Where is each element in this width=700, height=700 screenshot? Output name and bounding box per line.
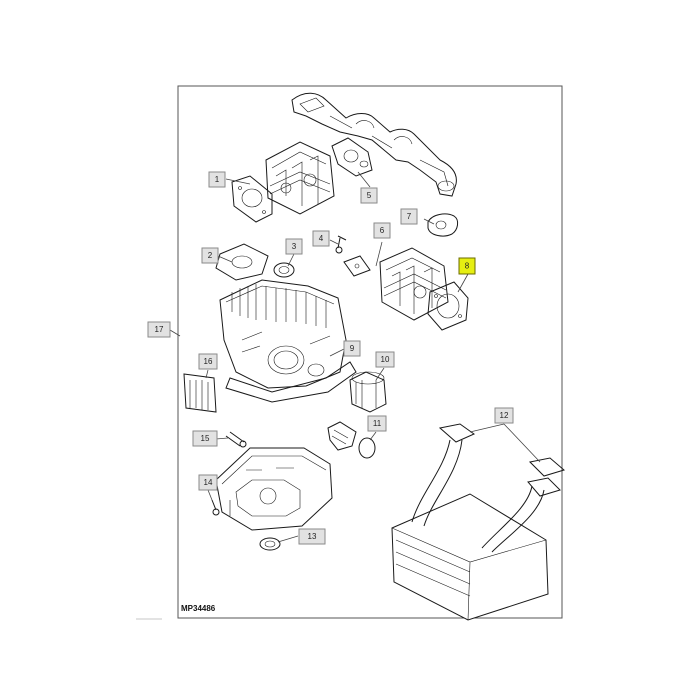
callout-15: 15 [192,430,218,447]
engine-block [219,279,347,389]
callout-6: 6 [373,222,391,239]
leader-lines [169,171,541,543]
oil-pan [215,447,333,531]
svg-text:13: 13 [308,532,317,541]
svg-text:3: 3 [292,242,297,251]
svg-text:7: 7 [407,212,412,221]
crankcase-gasket-9 [225,361,357,403]
callout-2: 2 [201,247,219,264]
callout-11: 11 [367,415,387,432]
callout-4: 4 [312,230,330,247]
diagram-reference-code: MP34486 [181,604,216,613]
bolt-14 [211,499,220,516]
muffler-assembly [391,423,566,621]
callout-17: 17 [147,321,171,338]
svg-text:1: 1 [215,175,220,184]
oil-seal-13 [259,537,281,551]
callout-1: 1 [208,171,226,188]
svg-text:12: 12 [500,411,509,420]
manifold-gasket [331,137,373,177]
exhaust-manifold [291,92,457,197]
callout-5: 5 [360,187,378,204]
bolt-4 [335,235,347,254]
callout-14: 14 [198,474,218,491]
scan-artifact [136,618,162,620]
callout-8-highlighted: 8 [458,257,476,275]
callout-3: 3 [285,238,303,255]
svg-text:14: 14 [204,478,213,487]
exhaust-gasket-7 [427,213,459,237]
svg-text:10: 10 [381,355,390,364]
bolts-15 [225,431,247,448]
valve-cover-gasket-6 [343,255,371,277]
oil-filter-10 [349,371,387,413]
oil-seal-3 [273,262,295,278]
callout-13: 13 [298,528,326,545]
head-gasket-1 [231,175,273,223]
svg-text:6: 6 [380,226,385,235]
svg-text:9: 9 [350,344,355,353]
svg-text:5: 5 [367,191,372,200]
callout-7: 7 [400,208,418,225]
cylinder-head-gasket-8 [427,281,469,331]
svg-text:11: 11 [373,419,382,428]
svg-text:16: 16 [204,357,213,366]
cylinder-head-right [379,247,449,321]
svg-text:2: 2 [208,251,213,260]
svg-text:4: 4 [319,234,324,243]
cylinder-head-left [265,141,335,215]
callout-12: 12 [494,407,514,424]
breather-16 [183,373,217,413]
callout-9: 9 [343,340,361,357]
callout-16: 16 [198,353,218,370]
svg-text:15: 15 [201,434,210,443]
svg-text:8: 8 [465,262,470,271]
callout-10: 10 [375,351,395,368]
svg-text:17: 17 [155,325,164,334]
oil-filter-adapter-11 [327,421,376,459]
